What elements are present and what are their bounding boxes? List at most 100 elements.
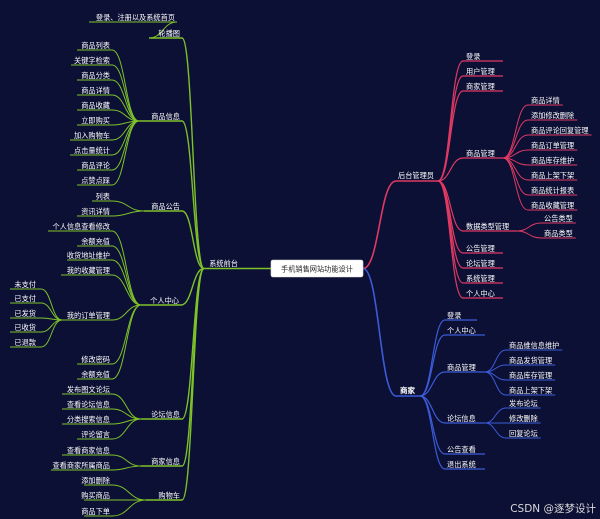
node-leaf-1-5[interactable]: 立即购买 bbox=[81, 116, 110, 125]
node-merchant-0[interactable]: 登录 bbox=[447, 311, 461, 320]
node-admin-goods-1[interactable]: 添加修改删除 bbox=[531, 111, 574, 120]
node-admin-goods-7[interactable]: 商品收藏管理 bbox=[531, 201, 574, 210]
link-admin-6 bbox=[437, 180, 464, 269]
link-leaf-5-0 bbox=[111, 454, 142, 467]
node-leaf-5-1[interactable]: 查看商家所属商品 bbox=[52, 461, 110, 470]
link-order-status-4 bbox=[40, 319, 63, 348]
root-node[interactable] bbox=[270, 259, 364, 278]
node-leaf-0-0[interactable]: 登录、注册以及系统首页 bbox=[96, 13, 175, 22]
node-frontend[interactable]: 系统前台 bbox=[209, 259, 238, 268]
link-merchant-forum-0 bbox=[484, 407, 507, 424]
link-admin-7 bbox=[437, 180, 464, 284]
link-admin-2 bbox=[437, 90, 464, 182]
node-admin-6[interactable]: 论坛管理 bbox=[466, 259, 495, 268]
link-merchant-2 bbox=[419, 371, 446, 397]
node-admin-4[interactable]: 数据类型管理 bbox=[466, 222, 509, 231]
node-group-1[interactable]: 商品信息 bbox=[151, 112, 180, 121]
node-merchant-1[interactable]: 个人中心 bbox=[447, 326, 476, 335]
node-leaf-4-2[interactable]: 分类搜索信息 bbox=[67, 415, 110, 424]
link-merchant-1 bbox=[419, 334, 446, 397]
link-admin-1 bbox=[437, 75, 464, 182]
node-leaf-1-3[interactable]: 商品详情 bbox=[81, 86, 110, 95]
node-group-0[interactable]: 轮播图 bbox=[158, 29, 180, 38]
node-order-status-4[interactable]: 已退款 bbox=[14, 338, 36, 347]
node-leaf-4-1[interactable]: 查看论坛信息 bbox=[67, 400, 110, 409]
node-order-status-1[interactable]: 已支付 bbox=[14, 294, 36, 303]
node-admin-goods-5[interactable]: 商品上架下架 bbox=[531, 171, 574, 180]
link-frontend-0 bbox=[181, 37, 205, 270]
node-merchant-4[interactable]: 公告查看 bbox=[447, 445, 476, 454]
node-leaf-1-4[interactable]: 商品收藏 bbox=[81, 101, 110, 110]
node-group-3[interactable]: 个人中心 bbox=[150, 296, 179, 305]
link-leaf-6-0 bbox=[111, 484, 147, 501]
node-leaf-2-1[interactable]: 资讯详情 bbox=[81, 207, 110, 216]
node-merchant-forum-2[interactable]: 回复论坛 bbox=[509, 429, 538, 438]
node-merchant-3[interactable]: 论坛信息 bbox=[447, 414, 476, 423]
node-merchant-forum-0[interactable]: 发布论坛 bbox=[509, 399, 538, 408]
node-leaf-1-9[interactable]: 点赞点踩 bbox=[81, 176, 110, 185]
link-admin-goods-7 bbox=[502, 157, 529, 211]
link-admin-goods-6 bbox=[502, 157, 529, 196]
link-admin-goods-0 bbox=[502, 104, 529, 159]
node-group-2[interactable]: 商品公告 bbox=[151, 202, 180, 211]
node-admin-goods-0[interactable]: 商品详情 bbox=[531, 96, 560, 105]
link-leaf-3-4 bbox=[111, 304, 142, 321]
node-admin-5[interactable]: 公告管理 bbox=[466, 244, 495, 253]
node-group-6[interactable]: 购物车 bbox=[158, 491, 180, 500]
node-group-5[interactable]: 商家信息 bbox=[151, 457, 180, 466]
link-merchant-3 bbox=[419, 395, 446, 424]
node-leaf-3-6[interactable]: 余额充值 bbox=[81, 370, 110, 379]
node-leaf-1-2[interactable]: 商品分类 bbox=[81, 71, 110, 80]
node-leaf-3-3[interactable]: 我的收藏管理 bbox=[67, 266, 110, 275]
node-leaf-1-0[interactable]: 商品列表 bbox=[81, 41, 110, 50]
node-merchant-forum-1[interactable]: 修改删除 bbox=[509, 414, 538, 423]
node-leaf-1-7[interactable]: 点击量统计 bbox=[74, 146, 110, 155]
node-order-status-0[interactable]: 未支付 bbox=[14, 280, 36, 289]
node-merchant-goods-3[interactable]: 商品上架下架 bbox=[509, 386, 552, 395]
node-admin-goods-2[interactable]: 商品评论回复管理 bbox=[531, 126, 589, 135]
link-admin-goods-1 bbox=[502, 119, 529, 159]
node-admin-goods-3[interactable]: 商品订单管理 bbox=[531, 141, 574, 150]
node-admin-7[interactable]: 系统管理 bbox=[466, 274, 495, 283]
link-leaf-2-1 bbox=[111, 210, 145, 217]
node-merchant-2[interactable]: 商品管理 bbox=[447, 363, 476, 372]
node-merchant-goods-2[interactable]: 商品库存管理 bbox=[509, 371, 552, 380]
node-leaf-3-1[interactable]: 余额充值 bbox=[81, 237, 110, 246]
node-leaf-2-0[interactable]: 列表 bbox=[96, 192, 110, 201]
node-order-status-3[interactable]: 已收货 bbox=[14, 323, 36, 332]
node-leaf-3-4[interactable]: 我的订单管理 bbox=[67, 311, 110, 320]
node-merchant-goods-1[interactable]: 商品发货管理 bbox=[509, 356, 552, 365]
node-leaf-3-2[interactable]: 收货地址维护 bbox=[67, 251, 110, 260]
node-group-4[interactable]: 论坛信息 bbox=[151, 410, 180, 419]
node-admin-1[interactable]: 用户管理 bbox=[466, 67, 495, 76]
node-admin-0[interactable]: 登录 bbox=[466, 52, 480, 61]
node-leaf-1-1[interactable]: 关键字检索 bbox=[74, 56, 110, 65]
node-admin-3[interactable]: 商品管理 bbox=[466, 149, 495, 158]
link-frontend-6 bbox=[181, 267, 205, 501]
node-admin-2[interactable]: 商家管理 bbox=[466, 82, 495, 91]
node-admin-8[interactable]: 个人中心 bbox=[466, 289, 495, 298]
node-leaf-4-0[interactable]: 发布图文论坛 bbox=[67, 385, 110, 394]
node-merchant-goods-0[interactable]: 商品维信息维护 bbox=[509, 341, 559, 350]
node-merchant[interactable]: 商家 bbox=[400, 385, 415, 395]
node-admin-type-1[interactable]: 商品类型 bbox=[544, 229, 573, 238]
node-merchant-5[interactable]: 退出系统 bbox=[447, 460, 476, 469]
link-leaf-3-3 bbox=[111, 274, 142, 306]
node-leaf-6-0[interactable]: 添加删除 bbox=[81, 476, 110, 485]
node-leaf-1-6[interactable]: 加入购物车 bbox=[74, 131, 110, 140]
link-root-admin bbox=[362, 180, 397, 270]
node-leaf-5-0[interactable]: 查看商家信息 bbox=[67, 446, 110, 455]
link-leaf-4-0 bbox=[111, 393, 142, 420]
node-leaf-3-0[interactable]: 个人信息查看修改 bbox=[52, 222, 110, 231]
node-admin[interactable]: 后台管理员 bbox=[398, 171, 434, 180]
node-leaf-6-1[interactable]: 购买商品 bbox=[81, 491, 110, 500]
node-leaf-3-5[interactable]: 修改密码 bbox=[81, 355, 110, 364]
node-admin-goods-4[interactable]: 商品库存维护 bbox=[531, 156, 574, 165]
node-leaf-4-3[interactable]: 评论留言 bbox=[81, 430, 110, 439]
node-leaf-6-2[interactable]: 商品下单 bbox=[81, 507, 110, 516]
node-admin-goods-6[interactable]: 商品统计报表 bbox=[531, 186, 574, 195]
node-leaf-1-8[interactable]: 商品评论 bbox=[81, 161, 111, 170]
node-admin-type-0[interactable]: 公告类型 bbox=[544, 214, 573, 223]
node-order-status-2[interactable]: 已发货 bbox=[14, 309, 36, 318]
link-frontend-1 bbox=[181, 120, 205, 270]
